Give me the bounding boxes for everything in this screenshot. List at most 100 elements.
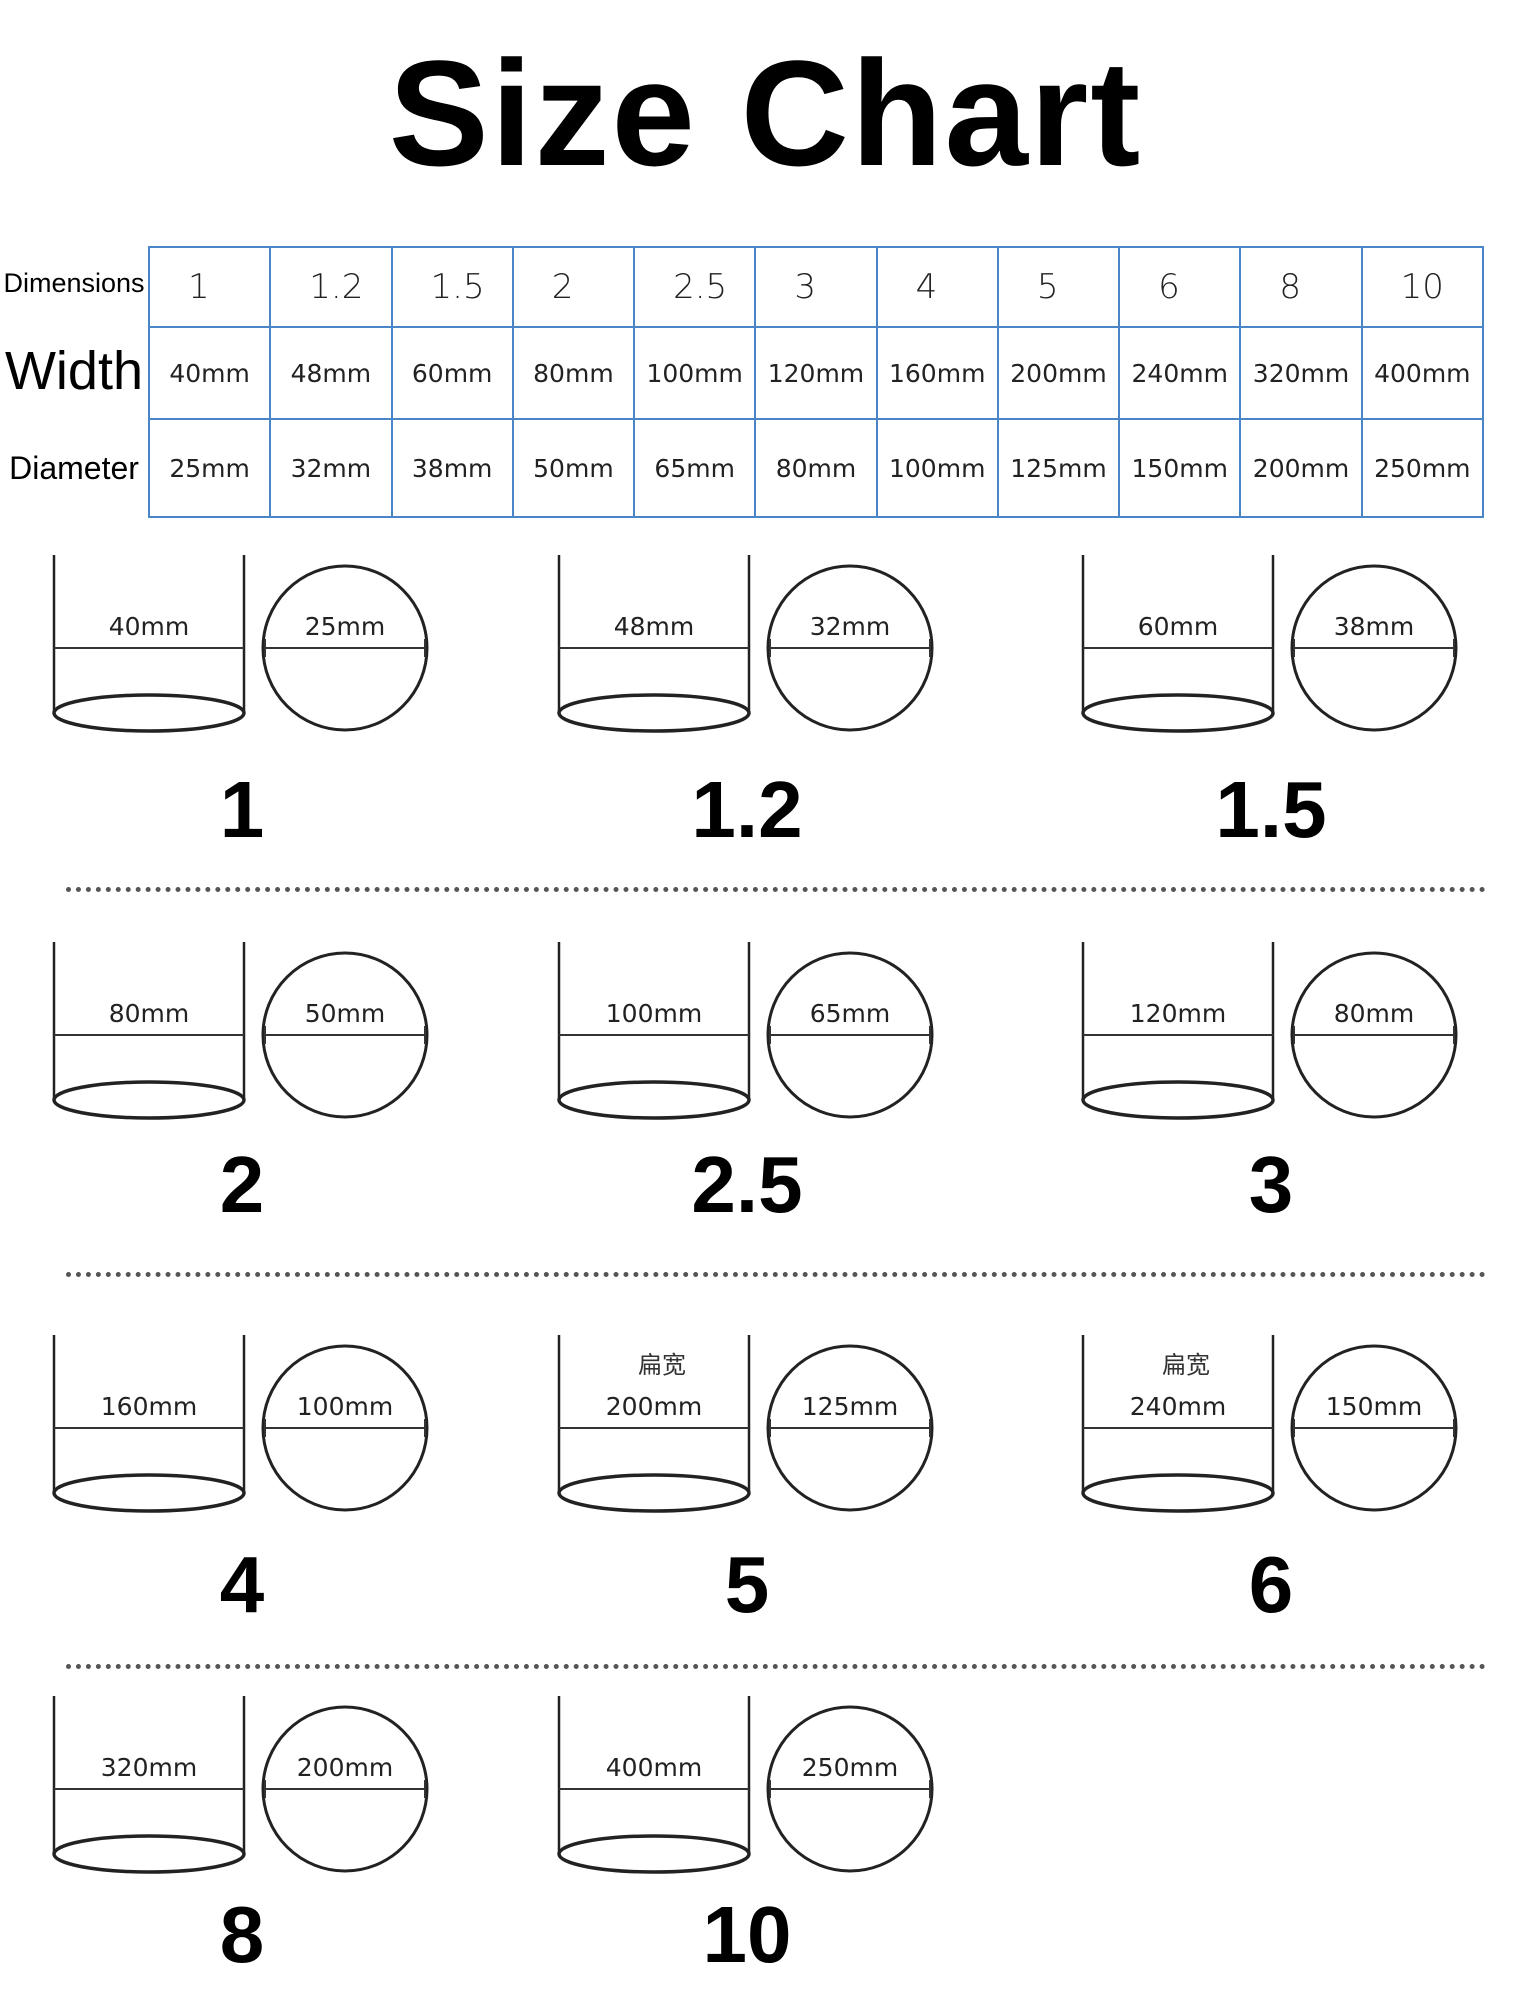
table-cell: 1.5: [390, 246, 514, 328]
size-table: 1 1.2 1.5 2 2.5 3 4 5 6 8 10 40mm 48mm 6…: [147, 246, 1485, 518]
ring-drawing: [52, 555, 429, 733]
band-bottom-ellipse: [1081, 693, 1275, 733]
band-bottom-ellipse: [557, 1834, 751, 1874]
table-cell: 120mm: [754, 326, 878, 420]
diameter-label: 32mm: [809, 612, 891, 641]
table-cell: 25mm: [147, 418, 272, 518]
size-number: 2: [219, 1140, 265, 1229]
ring-diagram-1-5: 60mm 38mm: [1081, 555, 1471, 735]
table-cell: 50mm: [511, 418, 636, 518]
table-cell: 1.2: [269, 246, 393, 328]
table-cell: 125mm: [996, 418, 1121, 518]
table-cell: 38mm: [390, 418, 514, 518]
ring-circle: [766, 564, 934, 732]
ring-circle: [766, 951, 934, 1119]
table-cell: 200mm: [996, 326, 1121, 420]
dotted-divider: [66, 887, 1486, 892]
table-cell: 400mm: [1360, 326, 1485, 420]
ring-drawing: [557, 555, 934, 733]
diameter-label: 25mm: [304, 612, 386, 641]
size-number: 8: [219, 1890, 265, 1979]
size-number: 1.5: [1215, 765, 1327, 854]
diameter-label: 125mm: [801, 1392, 899, 1421]
ring-drawing: [52, 1696, 429, 1874]
size-number: 4: [219, 1540, 265, 1629]
width-label: 80mm: [108, 999, 190, 1028]
ring-drawing: [557, 1696, 934, 1874]
ring-drawing: [52, 942, 429, 1120]
row-label-width: Width: [4, 341, 144, 401]
ring-circle: [1290, 1344, 1458, 1512]
ring-drawing: [52, 1335, 429, 1513]
width-label: 200mm: [605, 1392, 703, 1421]
ring-drawing: [557, 1335, 934, 1513]
diameter-label: 250mm: [801, 1753, 899, 1782]
ring-diagram-1: 40mm 25mm: [52, 555, 442, 735]
diameter-label: 100mm: [296, 1392, 394, 1421]
table-cell: 8: [1239, 246, 1363, 328]
size-number: 2.5: [691, 1140, 803, 1229]
table-cell: 200mm: [1239, 418, 1363, 518]
table-cell: 250mm: [1360, 418, 1485, 518]
ring-circle: [261, 1705, 429, 1873]
table-cell: 150mm: [1118, 418, 1242, 518]
row-label-dimensions: Dimensions: [3, 268, 145, 298]
table-cell: 4: [875, 246, 999, 328]
table-cell: 240mm: [1118, 326, 1242, 420]
band-bottom-ellipse: [52, 1080, 246, 1120]
table-row-dimensions: 1 1.2 1.5 2 2.5 3 4 5 6 8 10: [147, 246, 1485, 328]
table-cell: 32mm: [269, 418, 393, 518]
table-cell: 5: [996, 246, 1121, 328]
table-cell: 80mm: [754, 418, 878, 518]
table-cell: 40mm: [147, 326, 272, 420]
ring-diagram-2: 80mm 50mm: [52, 942, 442, 1122]
width-label: 240mm: [1129, 1392, 1227, 1421]
width-label: 48mm: [613, 612, 695, 641]
table-cell: 60mm: [390, 326, 514, 420]
diameter-label: 200mm: [296, 1753, 394, 1782]
table-cell: 100mm: [633, 326, 757, 420]
diameter-label: 38mm: [1333, 612, 1415, 641]
table-cell: 2.5: [633, 246, 757, 328]
dotted-divider: [66, 1272, 1486, 1277]
table-cell: 6: [1118, 246, 1242, 328]
size-number: 5: [724, 1540, 770, 1629]
ring-diagram-1-2: 48mm 32mm: [557, 555, 947, 735]
ring-diagram-5: 200mm 125mm 扁宽: [557, 1335, 947, 1515]
band-bottom-ellipse: [557, 693, 751, 733]
size-number: 1: [219, 765, 265, 854]
table-cell: 100mm: [875, 418, 999, 518]
width-label: 60mm: [1137, 612, 1219, 641]
flat-width-label: 扁宽: [638, 1351, 686, 1379]
table-cell: 65mm: [633, 418, 757, 518]
band-bottom-ellipse: [1081, 1473, 1275, 1513]
diameter-label: 50mm: [304, 999, 386, 1028]
table-cell: 160mm: [875, 326, 999, 420]
band-bottom-ellipse: [557, 1080, 751, 1120]
width-label: 400mm: [605, 1753, 703, 1782]
flat-width-label: 扁宽: [1162, 1351, 1210, 1379]
ring-drawing: [1081, 942, 1458, 1120]
band-bottom-ellipse: [1081, 1080, 1275, 1120]
table-cell: 3: [754, 246, 878, 328]
width-label: 40mm: [108, 612, 190, 641]
ring-circle: [766, 1705, 934, 1873]
ring-circle: [1290, 951, 1458, 1119]
table-cell: 2: [511, 246, 636, 328]
size-number: 3: [1248, 1140, 1294, 1229]
ring-circle: [261, 564, 429, 732]
band-bottom-ellipse: [52, 1473, 246, 1513]
row-label-diameter: Diameter: [9, 450, 139, 486]
width-label: 100mm: [605, 999, 703, 1028]
size-number: 1.2: [691, 765, 803, 854]
diameter-label: 80mm: [1333, 999, 1415, 1028]
table-cell: 80mm: [511, 326, 636, 420]
table-cell: 10: [1360, 246, 1485, 328]
size-number: 10: [702, 1890, 792, 1979]
ring-circle: [261, 951, 429, 1119]
dotted-divider: [66, 1664, 1486, 1669]
